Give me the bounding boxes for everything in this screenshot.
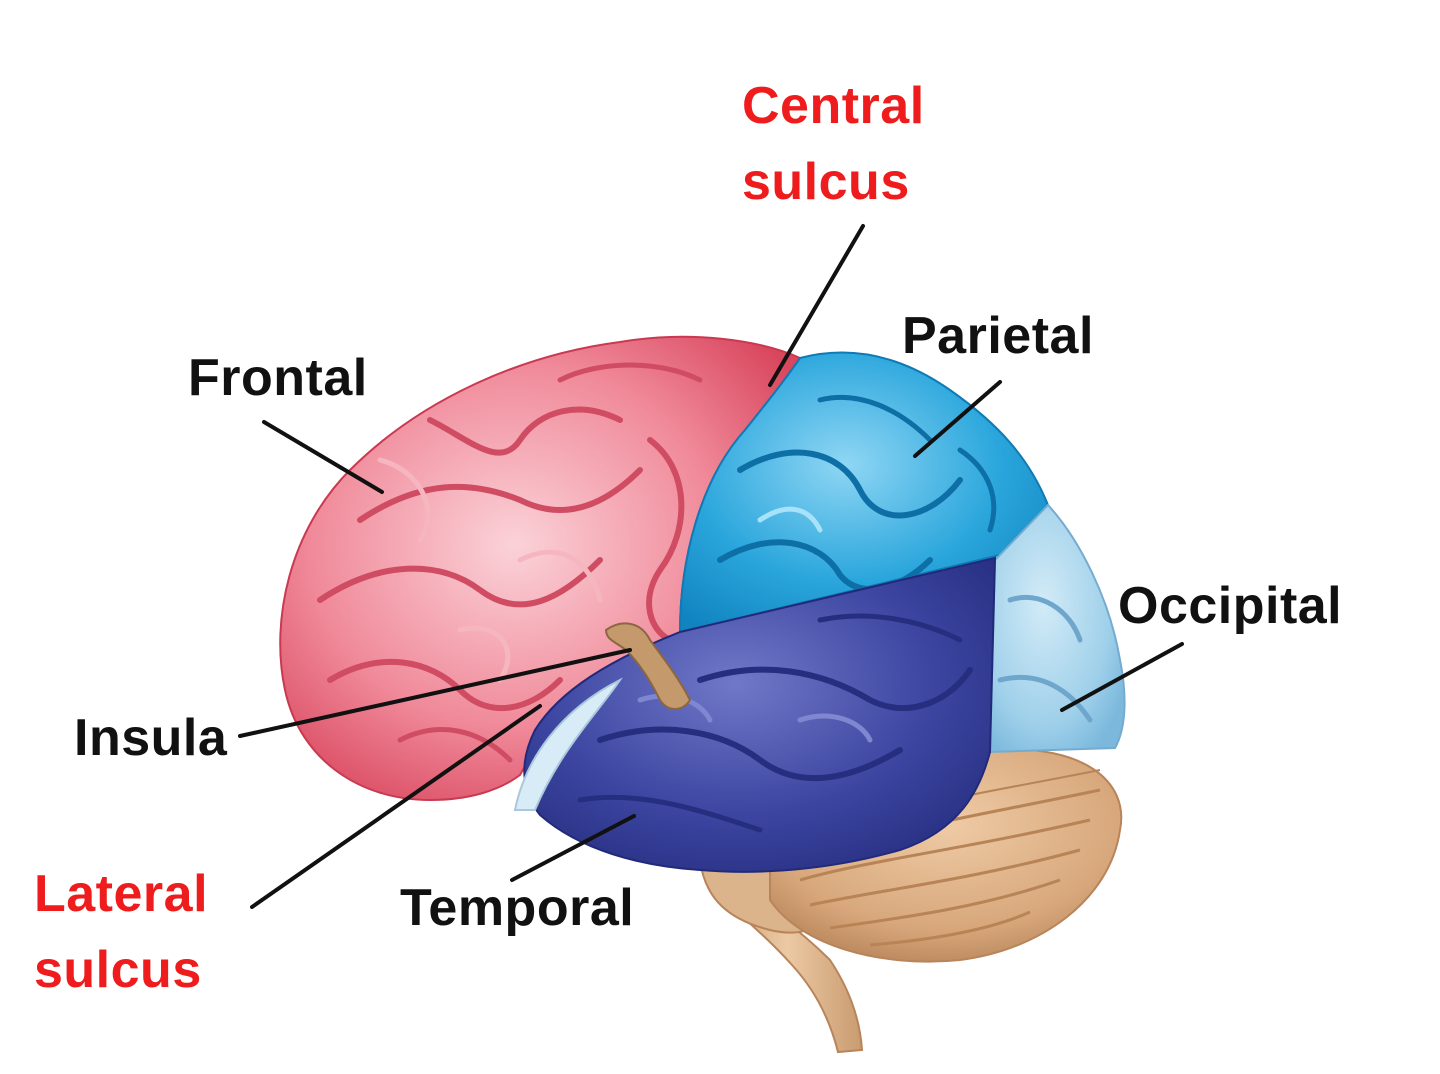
insula-leader	[238, 648, 632, 738]
central-sulcus-leader	[768, 224, 865, 387]
insula-label: Insula	[74, 709, 228, 767]
temporal-label: Temporal	[400, 879, 635, 937]
parietal-leader	[913, 380, 1002, 458]
lateral-sulcus-leader	[250, 704, 542, 909]
occipital-label: Occipital	[1118, 577, 1343, 635]
temporal-leader	[510, 814, 636, 882]
insula	[604, 622, 692, 710]
leader-lines	[238, 224, 1184, 909]
frontal-leader	[262, 420, 384, 494]
temporal-lobe	[523, 556, 997, 873]
lateral-sulcus-label: Lateral sulcus	[34, 865, 209, 999]
occipital-leader	[1060, 642, 1184, 712]
frontal-label: Frontal	[188, 349, 368, 407]
central-sulcus-label: Central sulcus	[742, 77, 925, 211]
parietal-label: Parietal	[902, 307, 1094, 365]
frontal-lobe	[279, 335, 802, 802]
occipital-lobe	[988, 503, 1126, 754]
lateral-sulcus	[513, 677, 623, 811]
